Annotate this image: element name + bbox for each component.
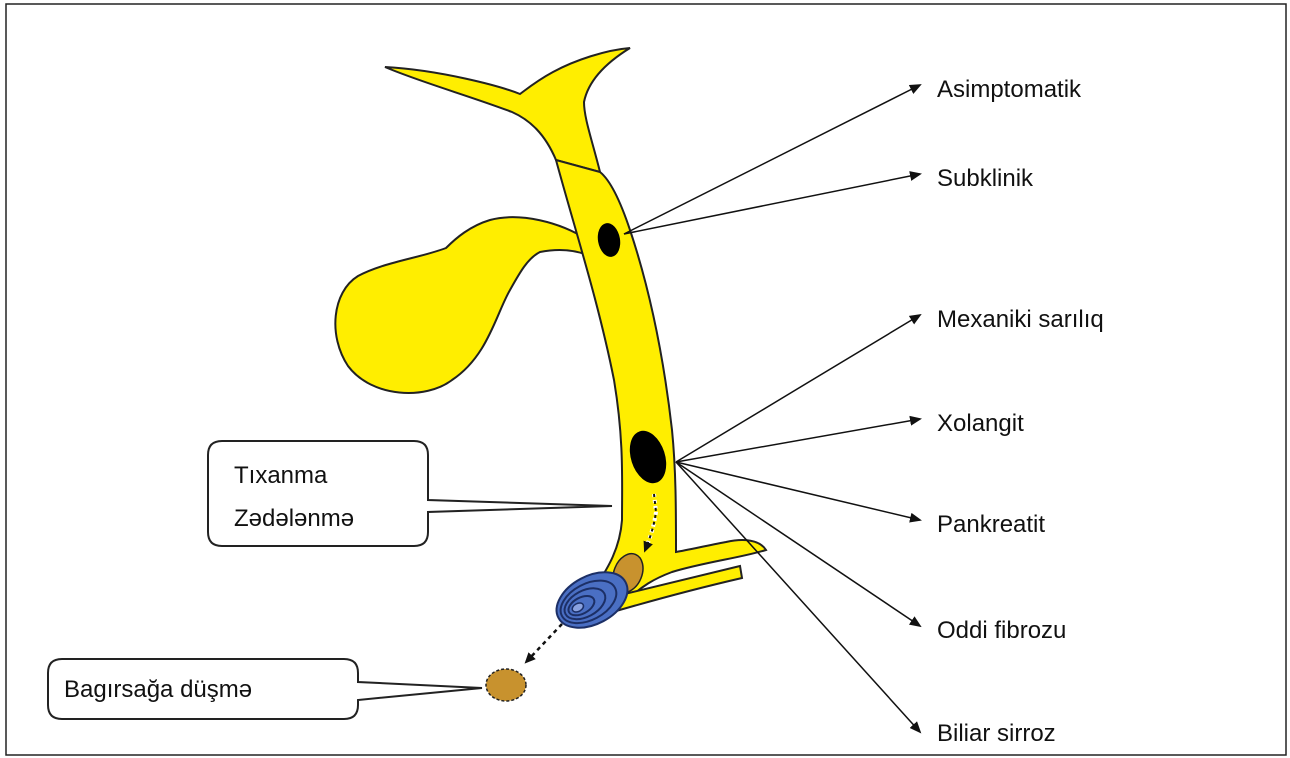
outcome-mexaniki-sariliq: Mexaniki sarılıq [937, 306, 1104, 333]
outcome-asimptomatik: Asimptomatik [937, 76, 1082, 103]
outcome-subklinik: Subklinik [937, 165, 1034, 192]
gallbladder [335, 217, 590, 393]
callout-intestine-text: Bagırsağa düşmə [64, 676, 252, 703]
arrow-pankreatit [676, 462, 920, 520]
arrow-asimptomatik [624, 85, 920, 234]
callout-obstruction-line2: Zədələnmə [234, 505, 354, 532]
callout-obstruction-line1: Tıxanma [234, 462, 328, 489]
outcome-biliar-sirroz: Biliar sirroz [937, 720, 1056, 747]
outcome-pankreatit: Pankreatit [937, 511, 1045, 538]
outcome-oddi-fibrozu: Oddi fibrozu [937, 617, 1066, 644]
to-intestine-arrow [528, 624, 562, 660]
callout-intestine: Bagırsağa düşmə [48, 659, 482, 719]
hepatic-ducts [385, 48, 630, 172]
stone-in-intestine [486, 669, 526, 701]
arrow-subklinik [624, 174, 920, 234]
callout-obstruction: Tıxanma Zədələnmə [208, 441, 612, 546]
arrow-biliar-sirroz [676, 462, 920, 732]
outcome-xolangit: Xolangit [937, 410, 1024, 437]
